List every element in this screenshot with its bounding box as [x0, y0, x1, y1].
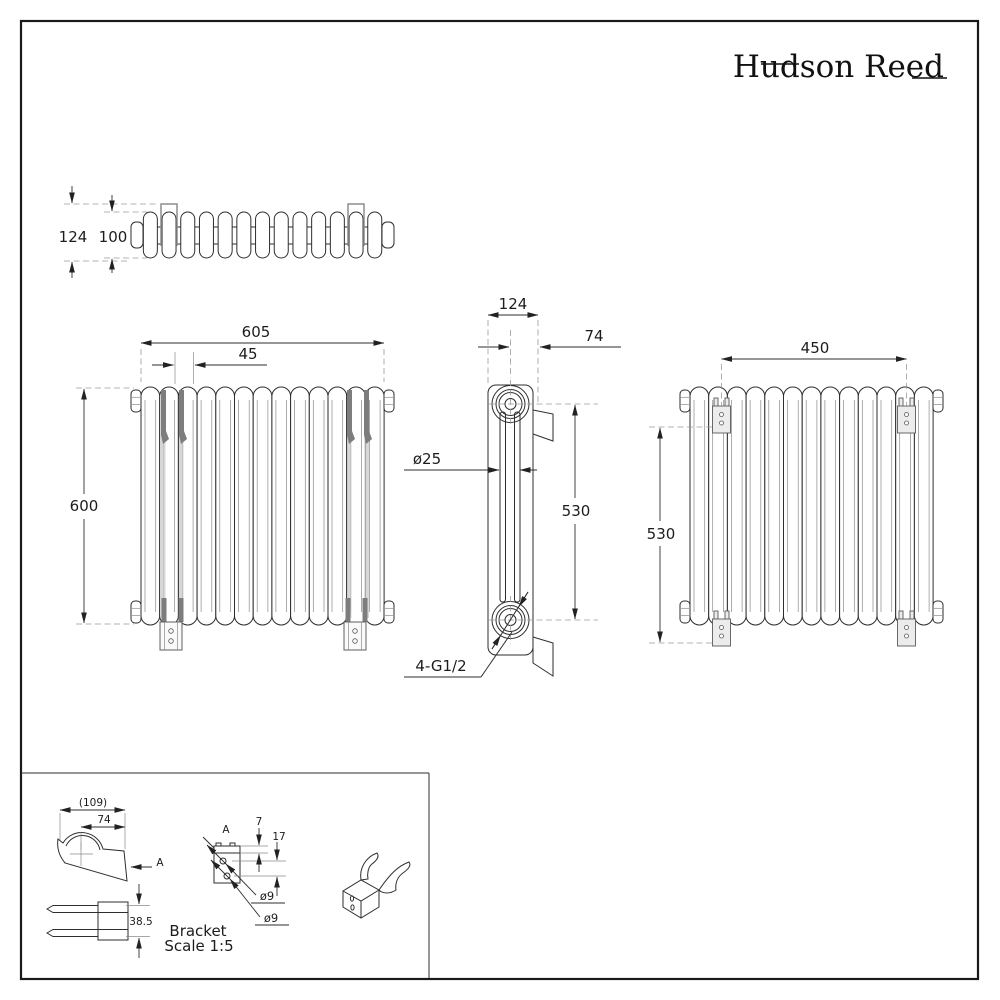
front-top-hook	[179, 390, 187, 444]
bracket-side-view: (109) 74 A	[57, 797, 164, 882]
front-top-hook	[364, 390, 372, 444]
dim-side-column-diameter: ø25	[413, 450, 441, 468]
rear-view: 450 530	[647, 339, 944, 647]
label-section-view: A	[222, 824, 230, 836]
dim-front-width: 605	[242, 323, 271, 341]
bracket-caption-title: Bracket	[169, 922, 226, 940]
bracket-caption-scale: Scale 1:5	[164, 937, 233, 955]
front-left-foot	[159, 621, 183, 651]
bracket-detail-box: (109) 74 A 38.5 A	[21, 772, 430, 978]
dim-bracket-clip-width: 38.5	[129, 916, 152, 928]
logo-text: Hudson Reed	[733, 49, 944, 85]
top-view-left-bracket	[160, 203, 178, 246]
bracket-isometric-view	[342, 852, 411, 919]
top-view-right-bracket	[347, 203, 365, 246]
dim-bracket-hole-edge: 7	[256, 816, 263, 828]
dim-bracket-hole-dia-2: ø9	[264, 911, 278, 925]
dim-front-height: 600	[70, 497, 99, 515]
side-top-wall-tab	[532, 409, 554, 442]
sheet-border	[19, 19, 980, 981]
front-top-hook	[347, 390, 355, 444]
dim-top-overall-depth: 124	[59, 228, 88, 246]
label-section-arrow: A	[156, 857, 164, 869]
dim-bracket-overall-length: (109)	[79, 797, 107, 809]
dim-rear-bracket-centres-vertical: 530	[647, 525, 676, 543]
dim-side-connections: 4-G1/2	[415, 657, 466, 675]
brand-logo: Hudson Reed	[733, 49, 947, 85]
side-view: 124 74 ø25 530 4-G1/2	[404, 295, 621, 678]
bracket-clip-view: 38.5	[46, 884, 153, 958]
bracket-view-a: A ø9 ø9 7 17	[202, 816, 289, 926]
front-view: 605 45 600	[70, 323, 395, 651]
front-right-foot	[343, 621, 367, 651]
dim-side-pipe-centres: 530	[562, 502, 591, 520]
dim-front-column-pitch: 45	[238, 345, 257, 363]
top-view-left-cap	[130, 221, 144, 249]
top-plan-view: 124 100	[59, 186, 395, 278]
dim-bracket-projection: 74	[97, 814, 111, 826]
top-view-right-cap	[381, 221, 395, 249]
front-top-hook	[161, 390, 169, 444]
dim-side-wall-projection: 74	[584, 327, 603, 345]
dim-top-body-depth: 100	[99, 228, 128, 246]
dim-side-depth: 124	[499, 295, 528, 313]
side-bottom-wall-tab	[532, 636, 554, 677]
dim-rear-bracket-centres-horizontal: 450	[801, 339, 830, 357]
dim-bracket-hole-pitch: 17	[272, 831, 285, 843]
dim-bracket-hole-dia-1: ø9	[260, 889, 274, 903]
